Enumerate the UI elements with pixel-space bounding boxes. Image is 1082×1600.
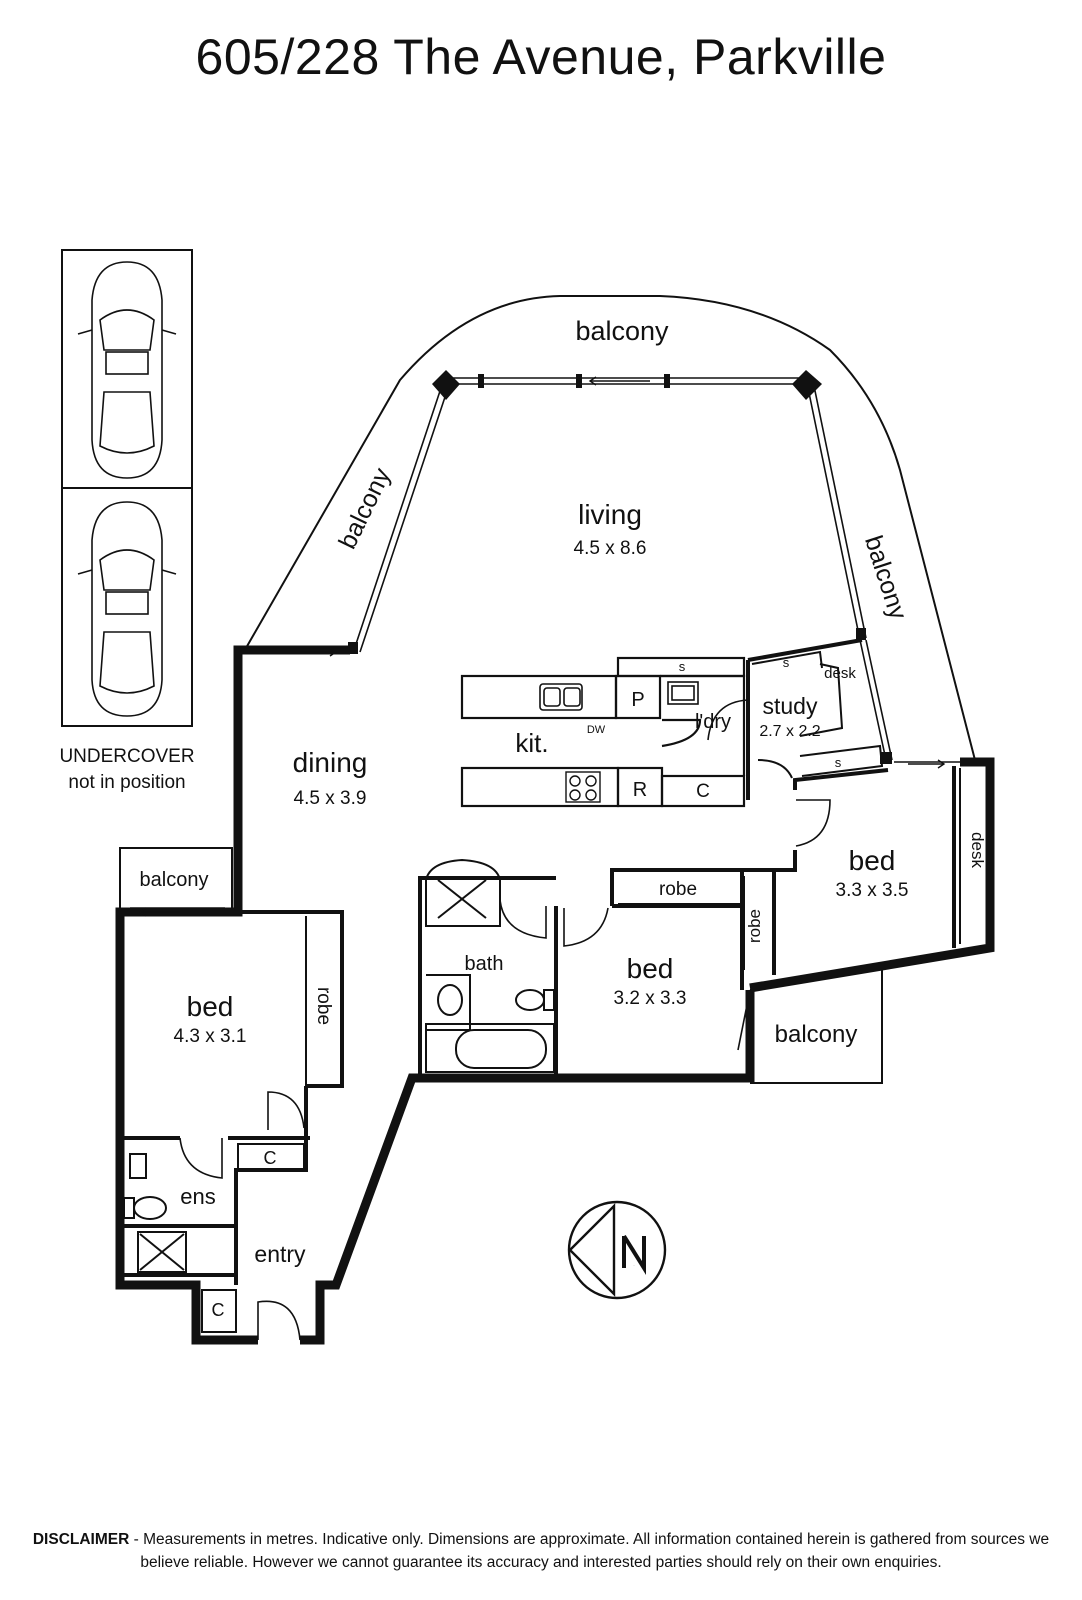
desk-label-study: desk xyxy=(824,665,856,682)
bed3-size: 3.3 x 3.5 xyxy=(836,880,909,901)
kitchen-sink xyxy=(539,683,583,711)
kitchen-joinery xyxy=(460,656,746,808)
parking-bays xyxy=(61,249,193,727)
balcony-label-top: balcony xyxy=(575,316,669,346)
compass-letter: N xyxy=(634,1265,635,1267)
balcony-label-right: balcony xyxy=(859,532,912,623)
ensuite-fittings xyxy=(123,1153,187,1273)
balcony-label-south: balcony xyxy=(775,1021,858,1048)
robe-label-bed2: robe xyxy=(659,879,697,900)
laundry-label: l'dry xyxy=(695,711,731,733)
cupboards xyxy=(201,1143,305,1333)
bed-main-label: bed xyxy=(187,991,234,1022)
robe-label-main: robe xyxy=(313,987,334,1025)
sliding-arrows xyxy=(138,376,946,917)
bath-fittings xyxy=(425,858,555,1073)
door-swings xyxy=(179,699,831,1341)
page-title: 605/228 The Avenue, Parkville xyxy=(195,29,887,85)
interior-walls xyxy=(122,638,956,1285)
entry-label: entry xyxy=(254,1241,306,1267)
dishwasher-label: DW xyxy=(587,724,606,736)
fridge-label: R xyxy=(633,779,647,801)
robes xyxy=(305,768,961,1086)
bath-label: bath xyxy=(465,953,504,975)
parking-note: not in position xyxy=(68,772,185,793)
study-label: study xyxy=(763,693,818,719)
dining-size: 4.5 x 3.9 xyxy=(294,788,367,809)
cupboard-label-lower: C xyxy=(212,1300,225,1320)
shelf-label-study-bottom: s xyxy=(835,755,842,770)
cupboard-label-entry: C xyxy=(264,1148,277,1168)
shelf-label-study-top: s xyxy=(783,655,790,670)
study-joinery xyxy=(751,650,884,779)
bed2-size: 3.2 x 3.3 xyxy=(614,988,687,1009)
laundry-tub xyxy=(667,681,699,705)
balcony-label-left: balcony xyxy=(333,463,396,553)
cooktop xyxy=(565,771,601,803)
ensuite-label: ens xyxy=(180,1184,215,1209)
car-icon xyxy=(77,501,177,717)
disclaimer: DISCLAIMER - Measurements in metres. Ind… xyxy=(20,1528,1062,1574)
parking-label: UNDERCOVER xyxy=(59,746,194,767)
bed2-label: bed xyxy=(627,953,674,984)
desk-label-bed3: desk xyxy=(968,832,987,868)
study-size: 2.7 x 2.2 xyxy=(759,723,820,740)
compass-icon xyxy=(567,1200,667,1300)
robe-label-bed3: robe xyxy=(745,909,764,943)
exterior-walls xyxy=(115,645,995,1345)
kitchen-label: kit. xyxy=(515,728,548,758)
bed3-label: bed xyxy=(849,845,896,876)
disclaimer-text: - Measurements in metres. Indicative onl… xyxy=(129,1531,1050,1571)
balcony-outlines xyxy=(119,295,976,1084)
disclaimer-heading: DISCLAIMER xyxy=(32,1531,130,1548)
balcony-label-west: balcony xyxy=(140,869,209,891)
cupboard-label-kitchen: C xyxy=(696,781,710,802)
window-piers xyxy=(348,370,892,764)
pantry-label: P xyxy=(631,689,644,711)
living-label: living xyxy=(578,499,642,530)
living-size: 4.5 x 8.6 xyxy=(574,538,647,559)
dining-label: dining xyxy=(293,747,368,778)
bed-main-size: 4.3 x 3.1 xyxy=(174,1026,247,1047)
car-icon xyxy=(77,261,177,479)
shelf-label-kitchen: s xyxy=(679,659,686,674)
